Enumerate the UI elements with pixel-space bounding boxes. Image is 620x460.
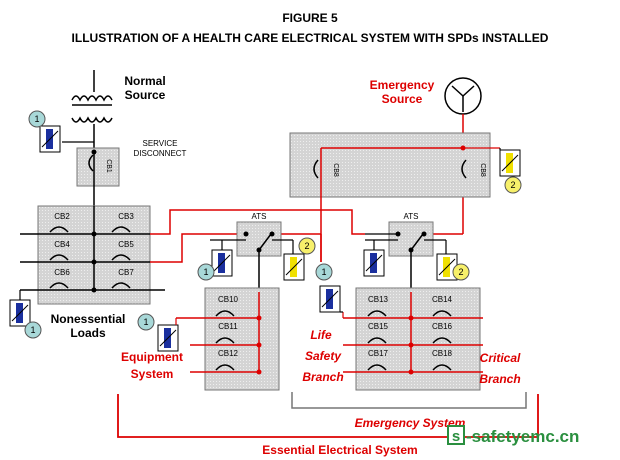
cb6-label: CB6 — [54, 268, 70, 277]
normal-feeders-to-ats — [150, 209, 464, 263]
equipment-system-panel — [204, 287, 280, 391]
cb16-label: CB16 — [432, 322, 453, 331]
equipment-panel-feeders — [176, 317, 259, 373]
spd-type2-ats-left: 2 — [283, 237, 316, 281]
cb5-label: CB5 — [118, 240, 134, 249]
service-disconnect-box — [76, 147, 120, 187]
spd-type1-equipment-panel: 1 — [137, 313, 179, 352]
junction-dot — [256, 342, 262, 348]
cb8-left-breaker-symbol — [313, 159, 319, 179]
spd-type1-ats-right — [363, 240, 385, 277]
figure-title: FIGURE 5 — [282, 11, 338, 25]
critical-branch-label-2: Branch — [479, 372, 520, 386]
cb14-label: CB14 — [432, 295, 453, 304]
ats-left-switch-blade — [258, 233, 272, 251]
spd-marker-1: 1 — [34, 114, 39, 124]
emergency-source-label-2: Source — [382, 92, 423, 106]
emergency-source-label-1: Emergency — [370, 78, 435, 92]
life-safety-label-1: Life — [310, 328, 332, 342]
emergency-branch-panel — [355, 287, 481, 391]
ats-right-label: ATS — [404, 212, 419, 221]
equipment-system-label-1: Equipment — [121, 350, 183, 364]
watermark-prefix: s — [452, 428, 460, 445]
junction-dot — [408, 342, 414, 348]
ats-left-contact — [243, 231, 249, 237]
critical-branch-label-1: Critical — [480, 351, 521, 365]
ats-right-switch-blade — [410, 233, 424, 251]
life-safety-label-2: Safety — [305, 349, 342, 363]
ats-left-label: ATS — [252, 212, 267, 221]
cb13-label: CB13 — [368, 295, 389, 304]
emergency-distribution-panel — [289, 132, 491, 198]
junction-dot — [256, 315, 262, 321]
nonessential-label-1: Nonessential — [51, 312, 126, 326]
junction-dot — [91, 149, 97, 155]
junction-dot — [91, 259, 97, 265]
essential-system-bracket — [117, 394, 539, 438]
cb18-label: CB18 — [432, 349, 453, 358]
junction-dot — [91, 231, 97, 237]
spd-marker-1: 1 — [321, 267, 326, 277]
junction-dot — [91, 287, 97, 293]
life-safety-label-3: Branch — [302, 370, 343, 384]
spd-marker-2: 2 — [304, 241, 309, 251]
emergency-system-label: Emergency System — [355, 416, 466, 430]
watermark-text: -safetyemc.cn — [466, 427, 579, 446]
spd-type2-generator: 2 — [499, 148, 522, 194]
cb2-label: CB2 — [54, 212, 70, 221]
cb8-right-label: CB8 — [479, 163, 486, 177]
service-disconnect-label-2: DISCONNECT — [134, 149, 187, 158]
cb15-label: CB15 — [368, 322, 389, 331]
cb3-label: CB3 — [118, 212, 134, 221]
spd-type2-ats-right: 2 — [436, 240, 470, 281]
essential-system-label: Essential Electrical System — [262, 443, 417, 457]
cb17-label: CB17 — [368, 349, 389, 358]
spd-marker-1: 1 — [30, 325, 35, 335]
spd-type1-service: 1 — [28, 110, 61, 153]
spd-type1-ats-left: 1 — [197, 240, 233, 281]
generator-symbol — [444, 77, 482, 115]
emergency-system-bracket — [291, 392, 527, 409]
normal-source-transformer — [71, 70, 113, 152]
spd-marker-2: 2 — [510, 180, 515, 190]
cb8-right-breaker-symbol — [461, 159, 467, 179]
normal-source-label-1: Normal — [124, 74, 165, 88]
cb10-label: CB10 — [218, 295, 239, 304]
cb1-label: CB1 — [105, 159, 112, 173]
spd-type1-main-panel: 1 — [9, 290, 42, 339]
cb7-label: CB7 — [118, 268, 134, 277]
cb12-label: CB12 — [218, 349, 239, 358]
watermark-logo: s -safetyemc.cn — [447, 425, 579, 446]
spd-marker-1: 1 — [203, 267, 208, 277]
emergency-branch-breaker-symbols — [367, 310, 452, 371]
cb8-left-label: CB8 — [332, 163, 339, 177]
spd-type1-emergency-panel: 1 — [315, 263, 344, 318]
cb4-label: CB4 — [54, 240, 70, 249]
main-panel-feeders — [20, 226, 165, 291]
service-disconnect-label-1: SERVICE — [143, 139, 178, 148]
spd-marker-1: 1 — [143, 317, 148, 327]
spd-marker-2: 2 — [458, 267, 463, 277]
equipment-breaker-symbols — [215, 310, 235, 371]
cb1-breaker-symbol — [88, 154, 94, 172]
figure-subtitle: ILLUSTRATION OF A HEALTH CARE ELECTRICAL… — [72, 31, 549, 45]
normal-source-label-2: Source — [125, 88, 166, 102]
equipment-system-label-2: System — [131, 367, 174, 381]
nonessential-label-2: Loads — [70, 326, 106, 340]
junction-dot — [256, 369, 262, 375]
junction-dot — [408, 315, 414, 321]
junction-dot — [408, 369, 414, 375]
cb11-label: CB11 — [218, 322, 238, 331]
